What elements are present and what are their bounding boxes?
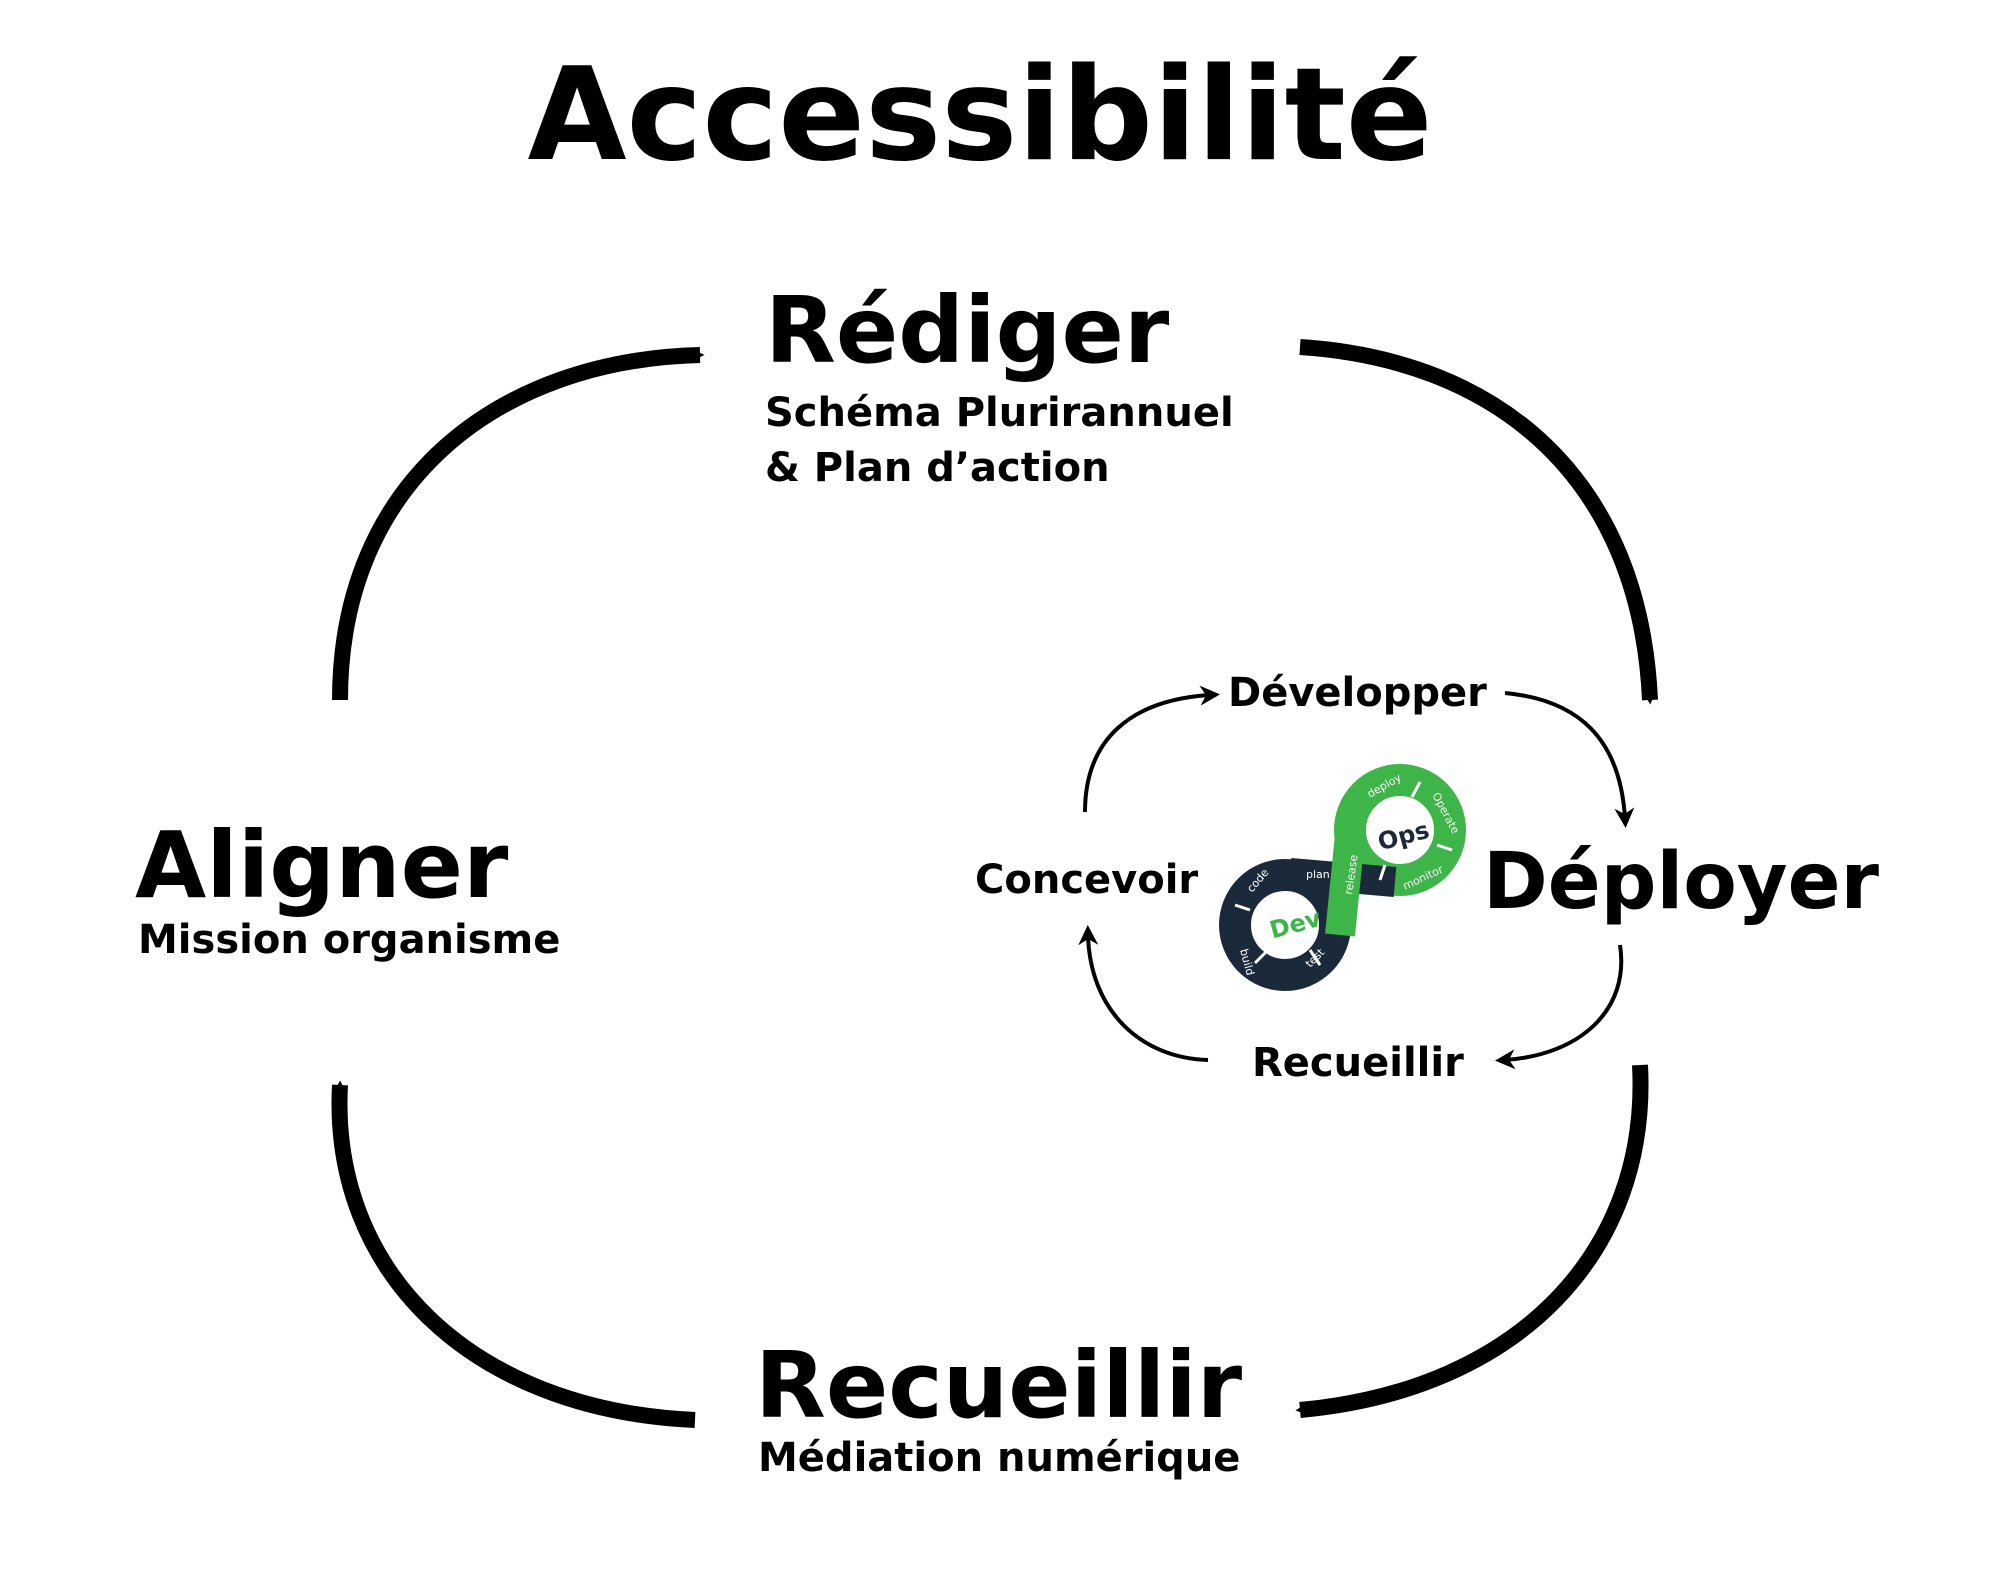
stage-deployer-label: Déployer [1483, 837, 1880, 927]
arrow-rediger-to-deployer [1299, 339, 1658, 705]
stage-recueillir-sub1: Médiation numérique [758, 1435, 1241, 1481]
devops-dev-label: Dev [1267, 904, 1325, 945]
devops-seg-release: release [1342, 854, 1360, 896]
devops-release-band [1325, 813, 1367, 937]
stage-rediger-sub1: Schéma Plurirannuel [765, 390, 1234, 436]
inner-concevoir-label: Concevoir [975, 857, 1199, 903]
inner-developper-label: Développer [1228, 670, 1487, 716]
stage-aligner-label: Aligner [135, 812, 509, 919]
stage-aligner-sub1: Mission organisme [138, 917, 561, 963]
stage-rediger-sub2: & Plan d’action [765, 445, 1110, 491]
arrow-concevoir-to-developper [1083, 685, 1220, 813]
arrow-deployer-to-recueillir-inner [1495, 944, 1624, 1070]
page-title: Accessibilité [527, 41, 1433, 190]
inner-recueillir-label: Recueillir [1252, 1040, 1464, 1086]
devops-ops-label: Ops [1375, 816, 1432, 856]
stage-recueillir-label: Recueillir [755, 1332, 1243, 1439]
arrow-developper-to-deployer [1504, 691, 1635, 828]
devops-seg-plan: plan [1306, 868, 1330, 881]
arrow-aligner-to-rediger [332, 347, 705, 701]
arrow-recueillir-to-aligner [331, 1080, 696, 1428]
arrow-recueillir-to-concevoir [1078, 925, 1209, 1062]
devops-logo: code build test plan release deploy Oper… [1219, 764, 1466, 991]
stage-rediger-label: Rédiger [765, 277, 1170, 384]
arrow-deployer-to-recueillir [1295, 1064, 1649, 1418]
